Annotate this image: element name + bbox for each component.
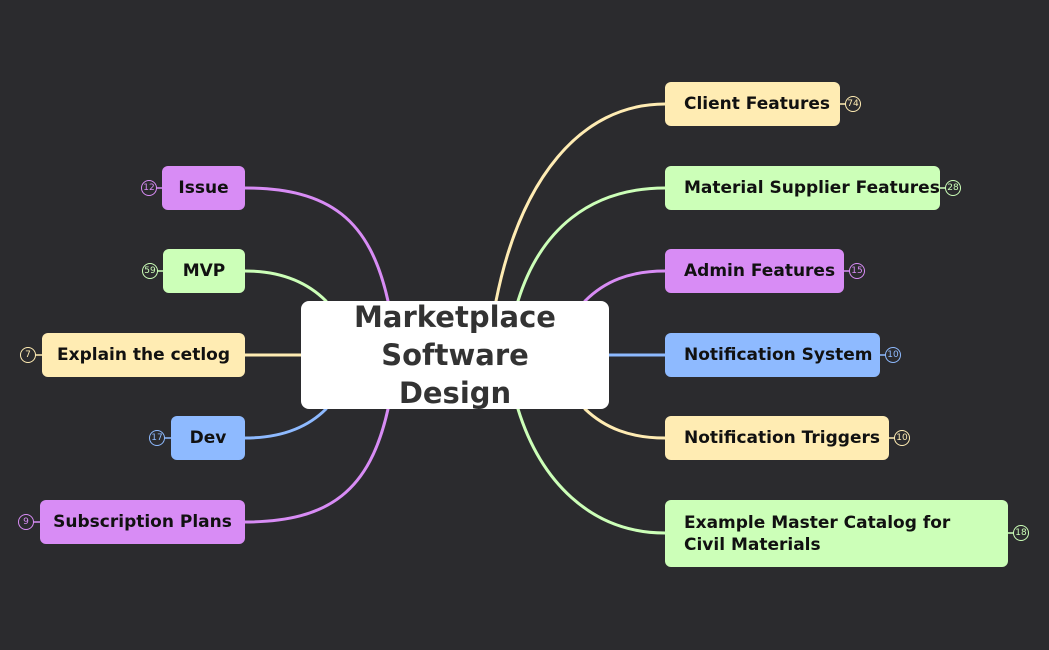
topic-issue[interactable]: Issue [162,166,245,210]
topic-count-badge[interactable]: 10 [894,430,910,446]
connector-mvp [243,269,328,303]
connector-subscription-plans [243,407,390,524]
topic-count-badge[interactable]: 7 [20,347,36,363]
topic-example-master-catalog[interactable]: Example Master Catalog for Civil Materia… [665,500,1008,567]
connector-issue [243,186,390,303]
topic-label: Subscription Plans [53,512,232,532]
topic-label: Admin Features [684,261,836,281]
topic-count-badge[interactable]: 10 [885,347,901,363]
topic-label: MVP [182,261,226,281]
connector-notification-triggers [583,407,667,440]
topic-label: Material Supplier Features [684,178,940,198]
topic-subscription-plans[interactable]: Subscription Plans [40,500,245,544]
topic-count-badge[interactable]: 18 [1013,525,1029,541]
topic-label: Notification Triggers [684,428,880,448]
topic-count-badge[interactable]: 17 [149,430,165,446]
connector-dev [243,407,328,440]
topic-count-badge[interactable]: 28 [945,180,961,196]
topic-material-supplier-features[interactable]: Material Supplier Features [665,166,940,210]
topic-label: Notification System [684,345,873,365]
connector-admin-features [583,269,667,303]
topic-count-badge[interactable]: 12 [141,180,157,196]
central-topic-line2: Software Design [381,338,529,410]
central-topic[interactable]: Marketplace Software Design [301,300,609,410]
topic-explain-cetlog[interactable]: Explain the cetlog [42,333,245,377]
topic-label: Issue [178,178,229,198]
topic-label: Example Master Catalog for Civil Materia… [684,512,951,555]
connector-material-supplier [516,186,667,303]
topic-notification-triggers[interactable]: Notification Triggers [665,416,889,460]
connector-client-features [494,102,667,303]
topic-label: Dev [189,428,227,448]
topic-mvp[interactable]: MVP [163,249,245,293]
topic-count-badge[interactable]: 9 [18,514,34,530]
topic-notification-system[interactable]: Notification System [665,333,880,377]
topic-count-badge[interactable]: 59 [142,263,158,279]
topic-label: Explain the cetlog [57,345,230,365]
topic-count-badge[interactable]: 15 [849,263,865,279]
topic-admin-features[interactable]: Admin Features [665,249,844,293]
topic-count-badge[interactable]: 74 [845,96,861,112]
topic-dev[interactable]: Dev [171,416,245,460]
topic-label: Client Features [684,94,830,114]
topic-client-features[interactable]: Client Features [665,82,840,126]
connector-master-catalog [516,407,667,535]
central-topic-line1: Marketplace [354,300,556,334]
